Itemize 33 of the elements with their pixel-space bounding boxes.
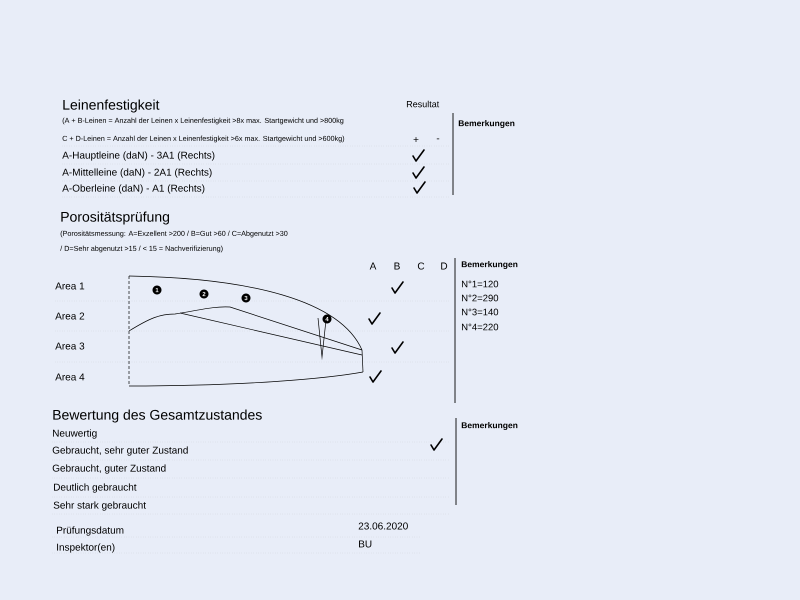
column-heading: D [441,262,448,270]
row-label: Area 3 [55,342,84,350]
row-label: Neuwertig [53,429,97,439]
row-label: Inspektor(en) [57,543,114,553]
row-label: Area 1 [55,282,84,290]
column-heading: Resultat [406,100,440,108]
row-label: Deutlich gebraucht [54,483,136,493]
section-heading: Bewertung des Gesamtzustandes [53,409,262,423]
row-label: Sehr stark gebraucht [54,501,146,511]
initials-text: BU [359,540,372,548]
column-heading: Bemerkungen [462,422,518,430]
column-heading: Bemerkungen [462,261,518,269]
remark-text: N°3=140 [462,308,498,316]
row-label: A-Mittelleine (daN) - 2A1 (Rechts) [62,168,212,178]
row-label: A-Hauptleine (daN) - 3A1 (Rechts) [62,151,214,161]
row-label: A-Oberleine (daN) - A1 (Rechts) [62,184,204,194]
remark-text: N°2=290 [462,294,498,302]
remark-text: N°4=220 [462,324,498,330]
column-heading: C [418,262,424,270]
date-text: 23.06.2020 [358,522,408,530]
row-label: Area 2 [55,312,84,320]
row-label: Prüfungsdatum [57,526,124,536]
column-heading: B [394,262,400,270]
column-heading: + [414,137,418,142]
row-label: Gebraucht, guter Zustand [52,464,166,474]
column-heading: Bemerkungen [458,120,514,128]
section-heading: Leinenfestigkeit [63,99,160,113]
column-heading: - [436,138,440,140]
column-heading: A [370,262,376,270]
remark-text: N°1=120 [462,280,498,288]
row-label: Gebraucht, sehr guter Zustand [52,446,188,456]
section-heading: Porositätsprüfung [61,211,170,225]
row-label: Area 4 [55,374,84,380]
